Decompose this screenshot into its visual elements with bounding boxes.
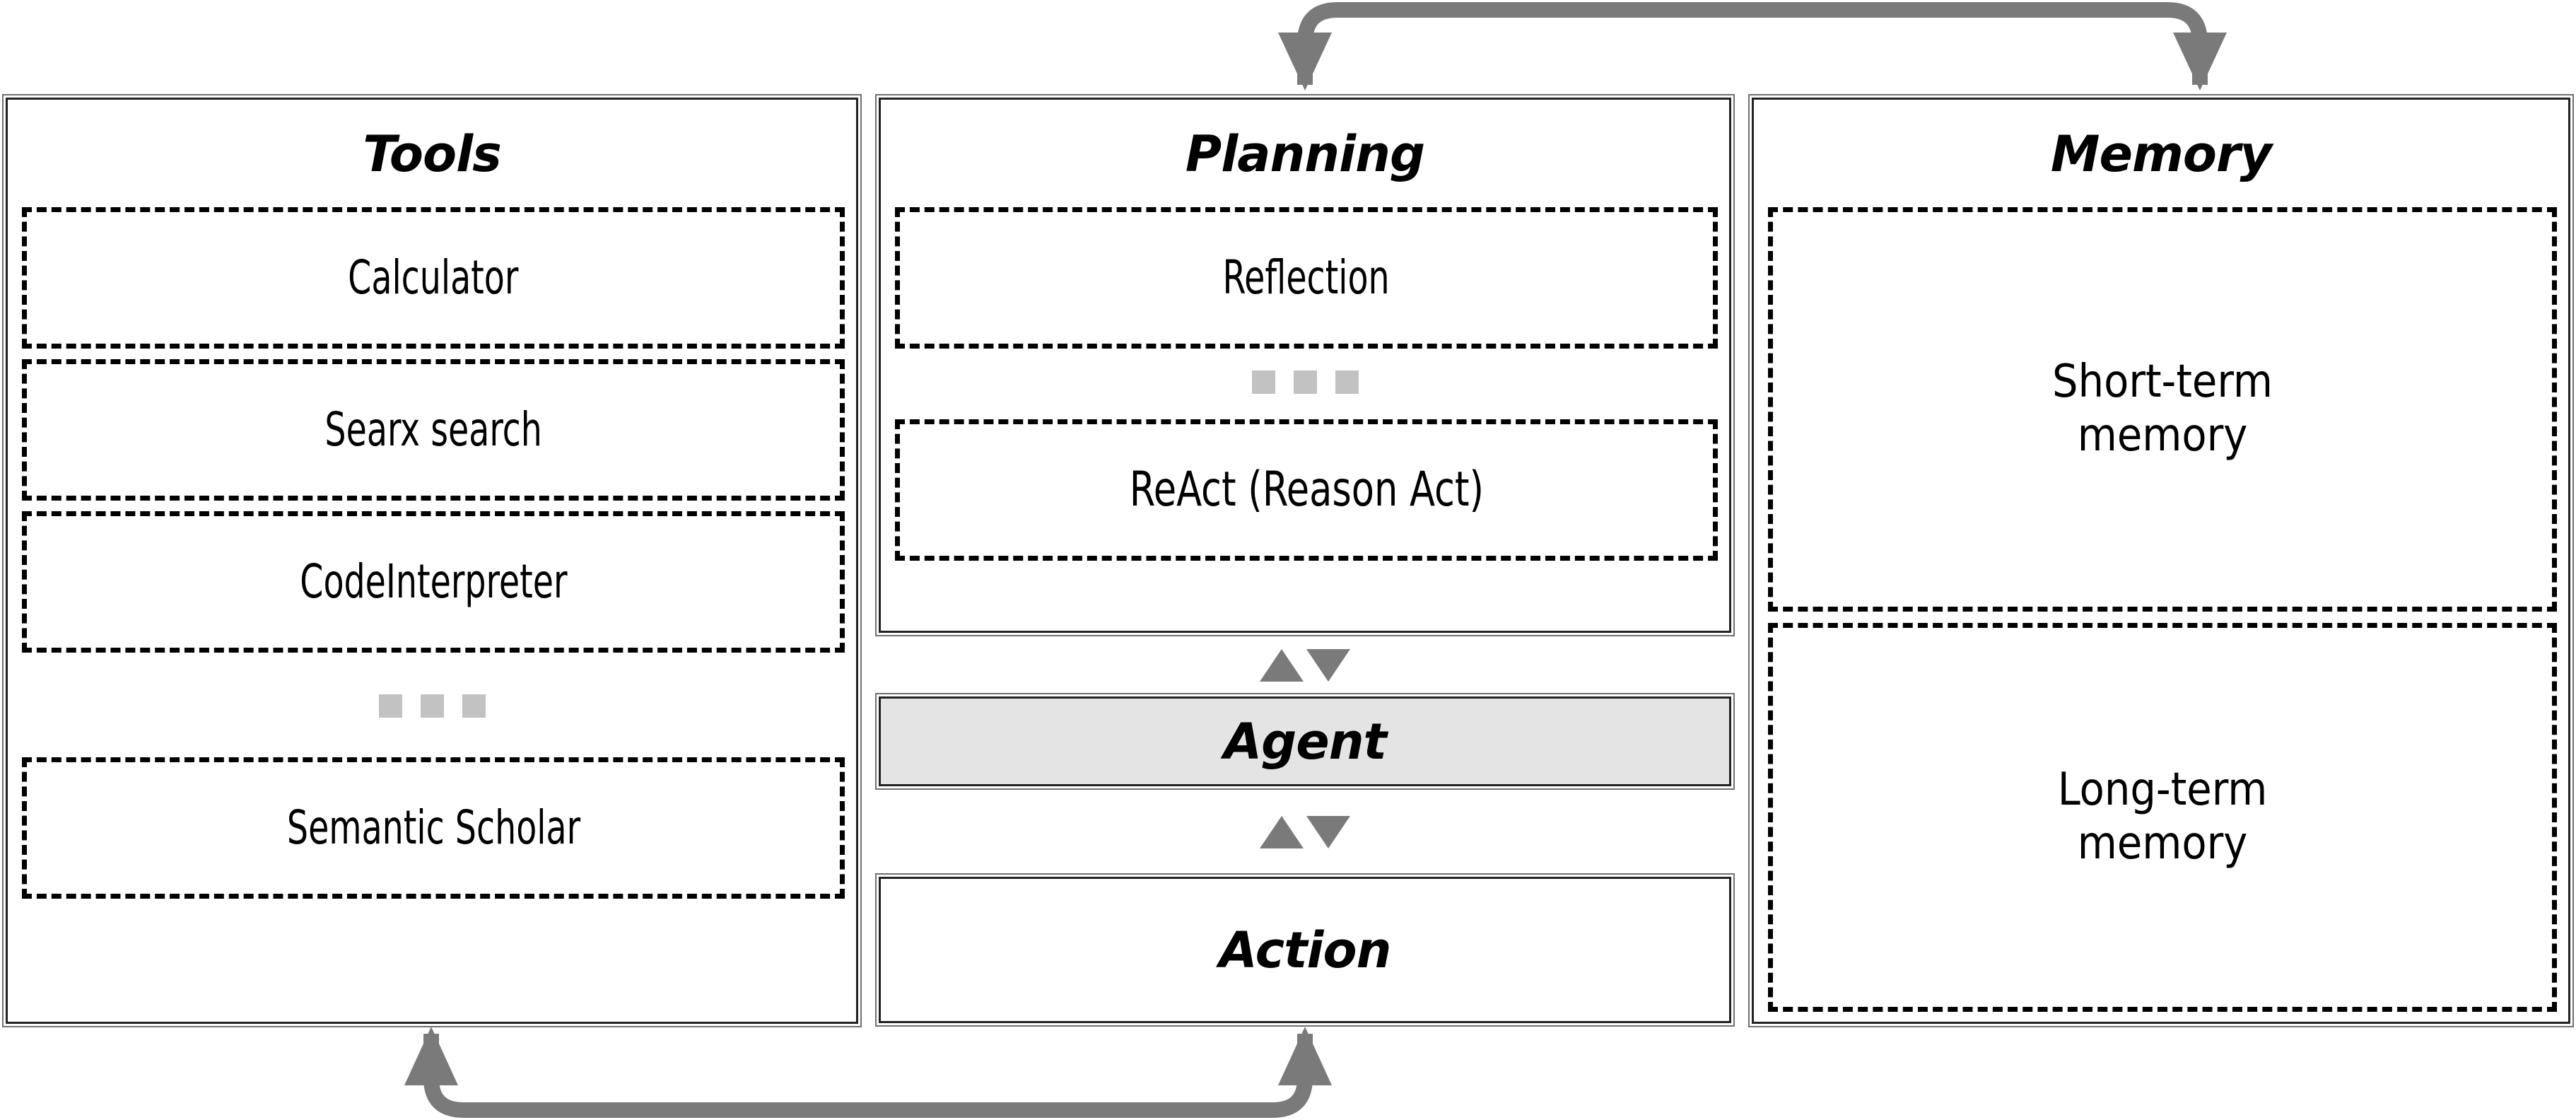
memory-item-label: Short-term memory	[2052, 356, 2273, 462]
tools-ellipsis-icon	[8, 694, 856, 718]
memory-panel-title: Memory	[2050, 125, 2272, 183]
planning-panel: Planning Reflection ReAct (Reason Act)	[879, 98, 1731, 633]
action-label: Action	[1219, 921, 1392, 979]
tools-item-semantic-scholar[interactable]: Semantic Scholar	[22, 757, 845, 899]
memory-item-short-term[interactable]: Short-term memory	[1768, 207, 2557, 612]
planning-item-reflection[interactable]: Reflection	[895, 207, 1718, 349]
tools-panel-title: Tools	[363, 125, 502, 183]
memory-item-label: Long-term memory	[2058, 764, 2268, 870]
tools-item-searx-search[interactable]: Searx search	[22, 359, 845, 501]
memory-item-line2: memory	[2077, 817, 2248, 870]
arrow-up-icon	[1260, 649, 1304, 682]
ellipsis-dot	[1251, 370, 1275, 394]
planning-item-label: ReAct (Reason Act)	[1129, 462, 1484, 518]
planning-item-react[interactable]: ReAct (Reason Act)	[895, 419, 1718, 561]
tools-item-label: CodeInterpreter	[299, 554, 568, 609]
agent-planning-bidirectional-arrow-icon	[1216, 648, 1394, 683]
connector-planning-memory	[1278, 2, 2227, 91]
ellipsis-dot	[462, 694, 486, 718]
tools-item-label: Searx search	[324, 402, 542, 457]
action-box[interactable]: Action	[879, 877, 1731, 1023]
agent-action-bidirectional-arrow-icon	[1216, 815, 1394, 850]
planning-item-label: Reflection	[1222, 250, 1391, 305]
memory-item-line1: Short-term	[2052, 356, 2273, 409]
tools-item-label: Calculator	[348, 250, 519, 305]
planning-ellipsis-icon	[881, 370, 1729, 394]
memory-item-long-term[interactable]: Long-term memory	[1768, 623, 2557, 1012]
arrow-up-icon	[1260, 816, 1304, 848]
memory-panel: Memory Short-term memory Long-term memor…	[1752, 98, 2570, 1024]
planning-panel-title: Planning	[1185, 125, 1425, 183]
memory-item-line2: memory	[2077, 409, 2248, 462]
tools-item-calculator[interactable]: Calculator	[22, 207, 845, 349]
tools-item-codeinterpreter[interactable]: CodeInterpreter	[22, 511, 845, 653]
tools-item-label: Semantic Scholar	[286, 800, 580, 856]
ellipsis-dot	[378, 694, 402, 718]
arrow-down-icon	[1306, 649, 1350, 682]
memory-item-line1: Long-term	[2057, 764, 2268, 817]
tools-panel: Tools Calculator Searx search CodeInterp…	[6, 98, 858, 1024]
ellipsis-dot	[1335, 370, 1359, 394]
arrow-down-icon	[1306, 816, 1350, 848]
connector-action-tools	[404, 1027, 1332, 1118]
ellipsis-dot	[1293, 370, 1317, 394]
agent-box[interactable]: Agent	[879, 696, 1731, 786]
ellipsis-dot	[420, 694, 444, 718]
agent-label: Agent	[1223, 712, 1387, 771]
